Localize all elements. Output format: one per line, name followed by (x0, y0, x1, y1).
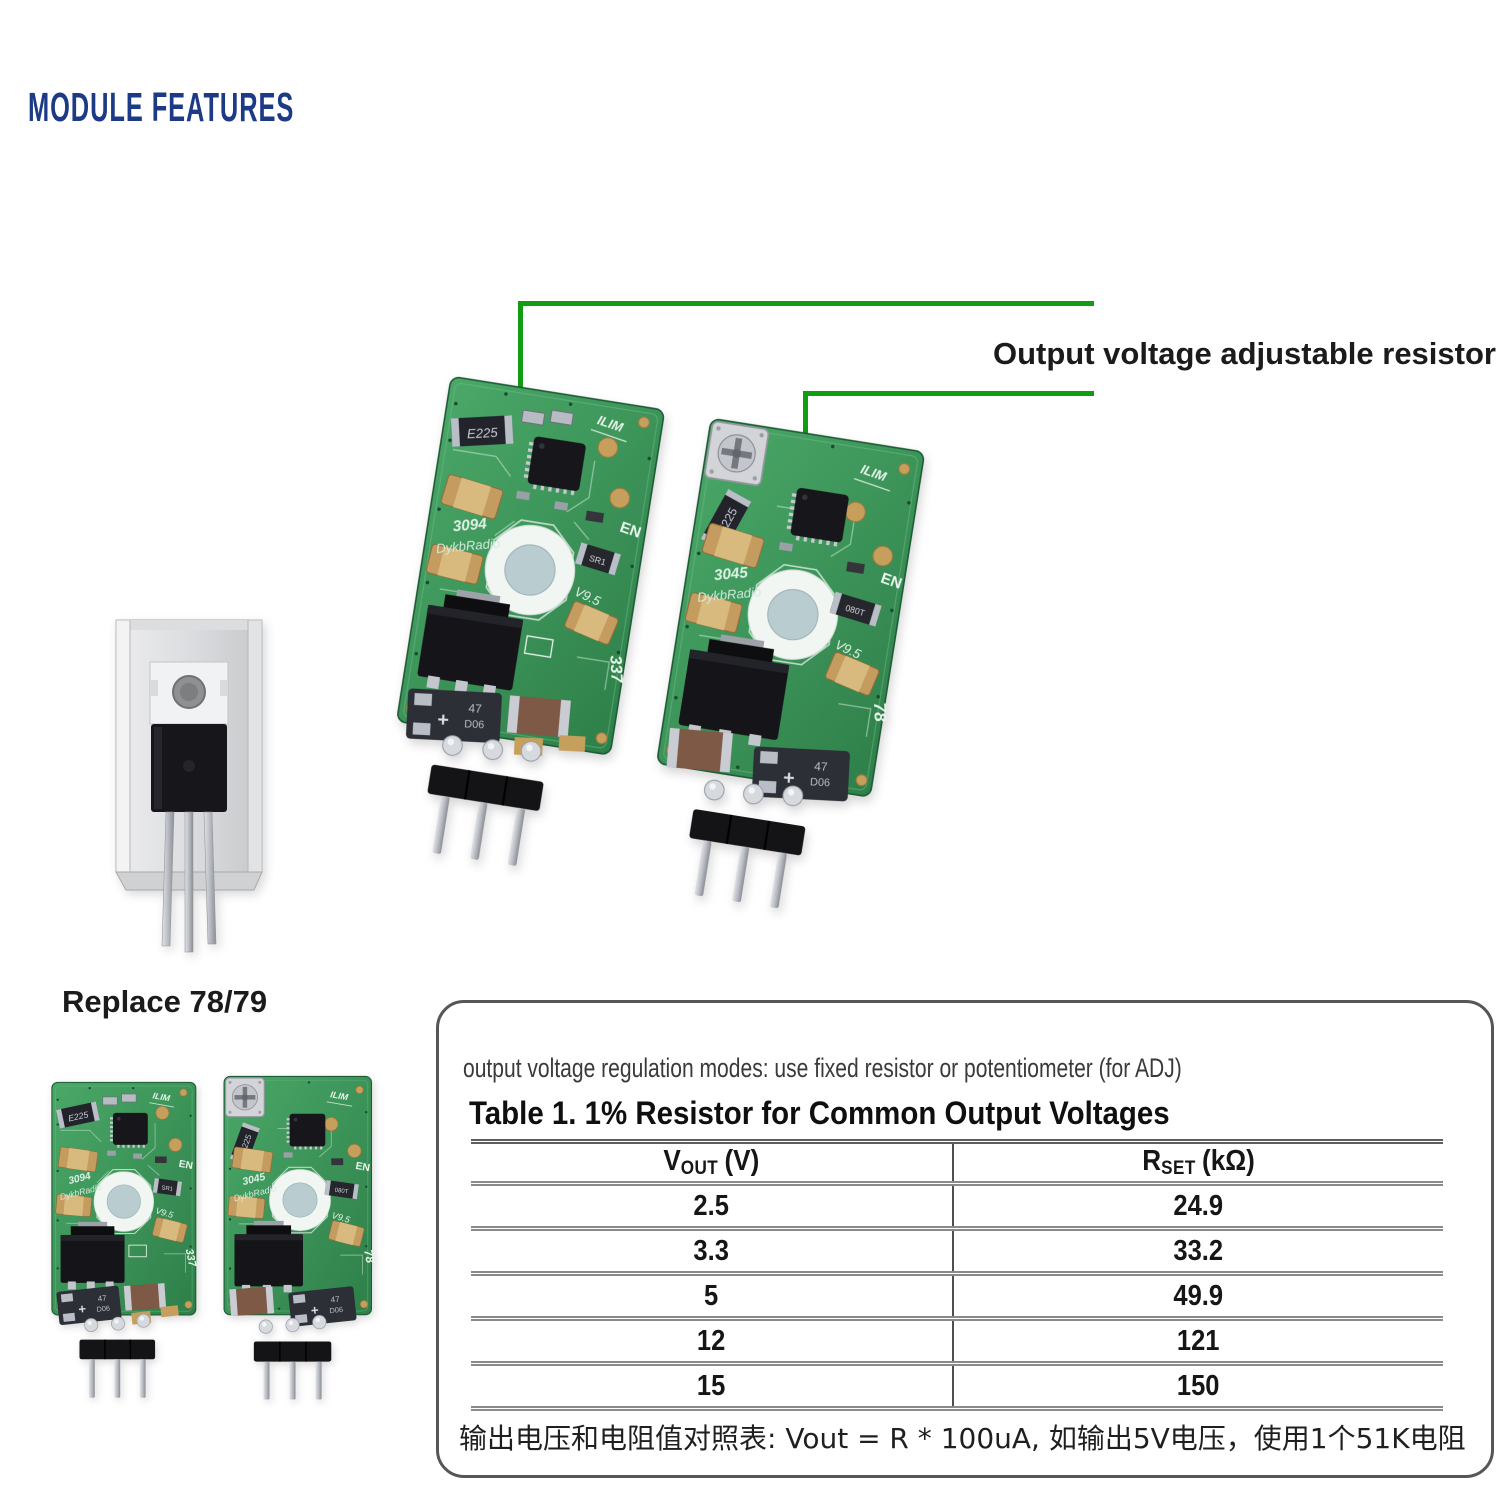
table-title: Table 1. 1% Resistor for Common Output V… (469, 1095, 1231, 1132)
regulation-note: output voltage regulation modes: use fix… (463, 1053, 1384, 1084)
table-row: 3.3 33.2 (471, 1231, 1443, 1276)
vout-cell: 15 (471, 1366, 955, 1406)
vout-cell: 12 (471, 1321, 955, 1361)
rset-header-cell: RSET (kΩ) (954, 1144, 1443, 1181)
annotation-label: Output voltage adjustable resistor (993, 336, 1496, 371)
vout-unit: (V) (724, 1145, 760, 1177)
annotation-line-top-horizontal (518, 301, 1094, 306)
vout-value: 2.5 (693, 1189, 730, 1222)
rset-unit: (kΩ) (1202, 1145, 1255, 1177)
table-title-text: Table 1. 1% Resistor for Common Output V… (469, 1095, 1170, 1131)
rset-value: 33.2 (1173, 1234, 1224, 1267)
rset-value: 150 (1177, 1369, 1220, 1402)
rset-cell: 150 (954, 1366, 1443, 1406)
rset-cell: 24.9 (954, 1186, 1443, 1226)
rset-cell: 49.9 (954, 1276, 1443, 1316)
table-header-row: VOUT(V) RSET (kΩ) (471, 1144, 1443, 1186)
rset-cell: 121 (954, 1321, 1443, 1361)
rset-symbol: R (1142, 1145, 1162, 1177)
table-row: 2.5 24.9 (471, 1186, 1443, 1231)
annotation-line-top-vertical (518, 301, 523, 404)
vout-cell: 5 (471, 1276, 955, 1316)
table-row: 12 121 (471, 1321, 1443, 1366)
pcb-module-337-photo-small (51, 1081, 200, 1399)
vout-value: 5 (704, 1279, 719, 1312)
annotation-line-bottom-vertical (803, 391, 808, 460)
pcb-module-78-photo-small (223, 1075, 379, 1401)
vout-value: 3.3 (693, 1234, 730, 1267)
vout-value: 12 (697, 1324, 726, 1357)
vout-header-cell: VOUT(V) (471, 1144, 955, 1181)
rset-value: 24.9 (1173, 1189, 1224, 1222)
vout-cell: 2.5 (471, 1186, 955, 1226)
rset-value: 121 (1177, 1324, 1220, 1357)
vout-symbol: V (663, 1145, 681, 1177)
table-row: 15 150 (471, 1366, 1443, 1411)
page-title-text: MODULE FEATURES (28, 84, 295, 130)
vout-cell: 3.3 (471, 1231, 955, 1271)
to220-regulator (149, 661, 229, 953)
rset-header: RSET (kΩ) (1142, 1145, 1255, 1180)
rset-cell: 33.2 (954, 1231, 1443, 1271)
vout-value: 15 (697, 1369, 726, 1402)
table-row: 5 49.9 (471, 1276, 1443, 1321)
regulation-note-text: output voltage regulation modes: use fix… (463, 1053, 1182, 1083)
vout-subscript: OUT (680, 1158, 719, 1179)
resistor-table: VOUT(V) RSET(kΩ) 2.5 24.9 3.3 33.2 5 4 (471, 1139, 1443, 1411)
to220-heatsink-photo (115, 619, 263, 953)
replace-label: Replace 78/79 (62, 984, 268, 1019)
info-box: output voltage regulation modes: use fix… (436, 1000, 1494, 1478)
annotation-line-bottom-horizontal (803, 391, 1094, 396)
page-title: MODULE FEATURES (28, 84, 457, 131)
rset-subscript: SET (1161, 1158, 1196, 1179)
formula-footnote: 输出电压和电阻值对照表: Vout = R * 100uA, 如输出5V电压，使… (459, 1422, 1466, 1455)
pcb-module-78-photo-large (636, 417, 935, 923)
vout-header: VOUT(V) (664, 1145, 760, 1180)
rset-value: 49.9 (1173, 1279, 1224, 1312)
pcb-module-337-photo-large (376, 375, 670, 880)
